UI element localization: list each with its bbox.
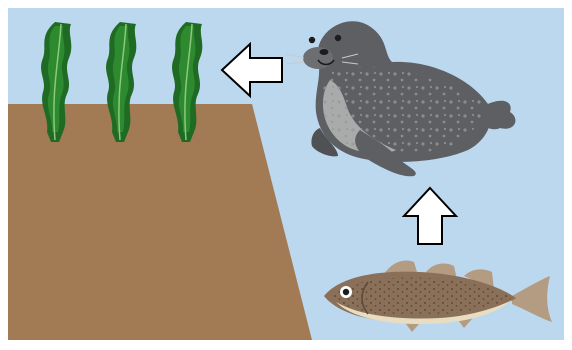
diagram-canvas — [0, 0, 572, 346]
food-web-diagram — [0, 0, 572, 346]
